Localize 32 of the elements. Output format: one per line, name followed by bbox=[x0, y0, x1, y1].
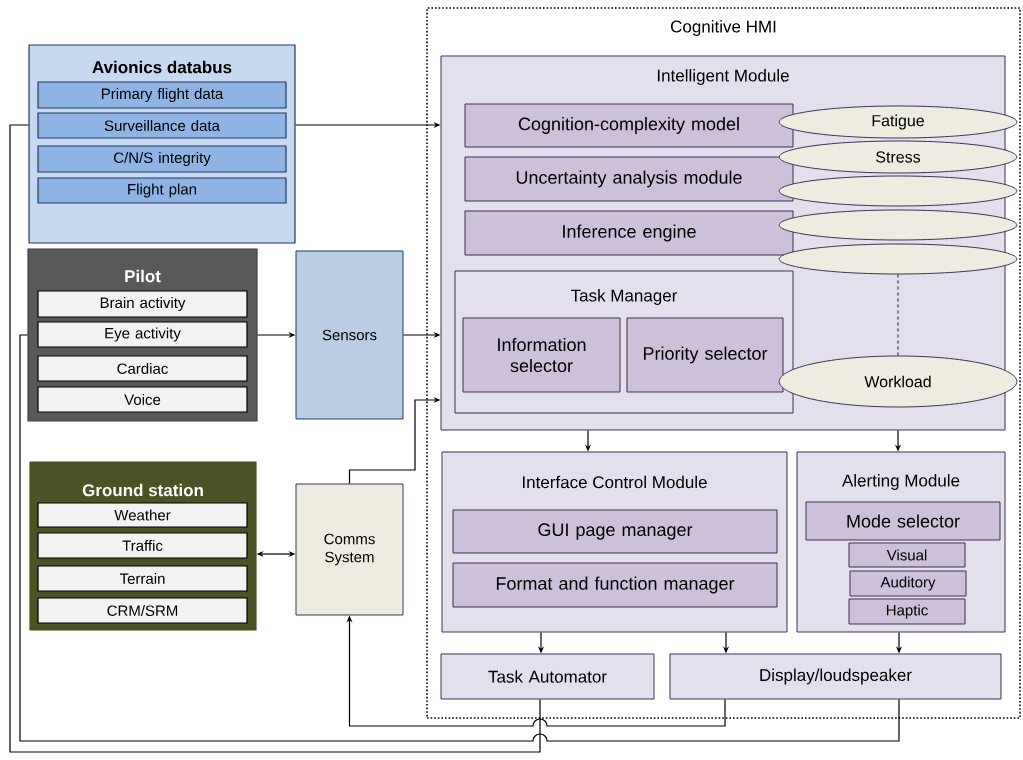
list-row: C/N/S integrity bbox=[37, 145, 287, 173]
connector-line bbox=[897, 273, 899, 357]
list-row: Weather bbox=[37, 502, 248, 528]
component-box: Format and function manager bbox=[452, 562, 778, 608]
list-row: Traffic bbox=[37, 532, 248, 559]
ellipse bbox=[778, 243, 1018, 275]
connector-line bbox=[9, 124, 541, 753]
connector-line bbox=[19, 334, 900, 742]
component-box: Inference engine bbox=[464, 210, 794, 256]
ellipse bbox=[778, 209, 1018, 241]
component-box: Auditory bbox=[849, 570, 967, 597]
list-row: Voice bbox=[37, 386, 248, 413]
list-row: Eye activity bbox=[37, 321, 248, 348]
component-box: Information selector bbox=[462, 317, 621, 393]
ellipse bbox=[778, 175, 1018, 207]
list-row: Flight plan bbox=[37, 177, 287, 204]
list-row: Surveillance data bbox=[37, 112, 287, 139]
component-box: Haptic bbox=[848, 598, 966, 625]
list-row: Cardiac bbox=[37, 355, 248, 382]
component-box: Cognition-complexity model bbox=[464, 103, 794, 148]
component-box: Visual bbox=[848, 542, 966, 568]
list-row: CRM/SRM bbox=[37, 597, 248, 624]
list-row: Brain activity bbox=[37, 290, 248, 318]
output-box: Display/loudspeaker bbox=[669, 653, 1002, 700]
component-box: Uncertainty analysis module bbox=[464, 156, 794, 202]
process-box: Comms System bbox=[295, 483, 404, 616]
output-box: Task Automator bbox=[440, 653, 655, 700]
component-box: GUI page manager bbox=[452, 509, 778, 554]
component-box: Priority selector bbox=[626, 317, 784, 393]
list-row: Terrain bbox=[37, 565, 248, 592]
process-box: Sensors bbox=[295, 250, 404, 420]
list-row: Primary flight data bbox=[37, 81, 287, 109]
